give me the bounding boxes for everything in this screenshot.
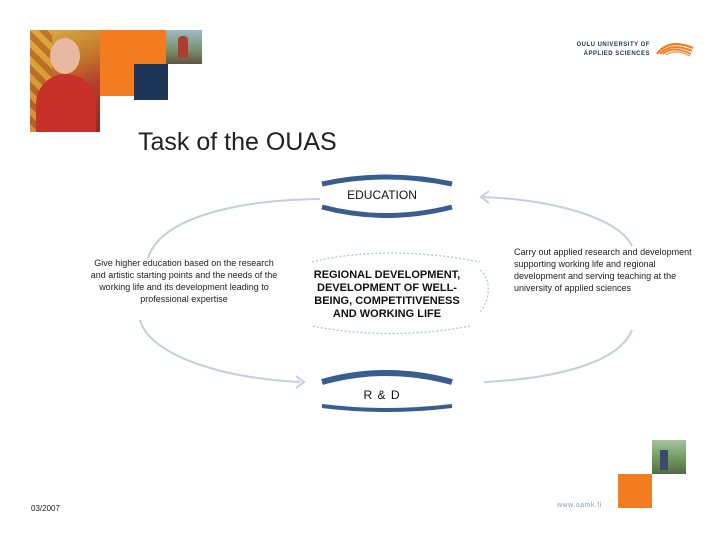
navy-square-decoration [134, 64, 168, 100]
regional-development-label: REGIONAL DEVELOPMENT, DEVELOPMENT OF WEL… [313, 269, 461, 320]
cycle-arc-bottom-right [483, 329, 633, 383]
photo-woman-autumn [30, 30, 100, 132]
education-label: EDUCATION [347, 188, 417, 202]
education-band-bottom [321, 204, 453, 218]
inner-dashed-arc-right [479, 269, 489, 313]
website-url[interactable]: www.oamk.fi [557, 502, 602, 509]
logo-line-2: APPLIED SCIENCES [583, 51, 650, 57]
inner-dashed-arc-bottom [311, 325, 471, 335]
university-logo-text: OULU UNIVERSITY OF APPLIED SCIENCES [558, 41, 650, 59]
ouas-wave-logo-icon [656, 43, 694, 57]
rd-description: Carry out applied research and developme… [514, 247, 692, 293]
rd-label: R & D [363, 388, 401, 402]
education-description: Give higher education based on the resea… [90, 258, 278, 304]
photo-figure-small [660, 450, 668, 470]
photo-coat [36, 74, 96, 132]
cycle-arc-top-right [481, 196, 633, 247]
page-title: Task of the OUAS [138, 128, 337, 156]
photo-figure [178, 36, 188, 58]
rd-band-bottom [321, 404, 453, 412]
cycle-arrowhead-top-right [479, 190, 490, 204]
photo-people-outdoor [652, 440, 686, 474]
cycle-arrowhead-bottom-left [295, 375, 306, 389]
slide-date: 03/2007 [31, 504, 60, 513]
cycle-arc-bottom-left [139, 319, 301, 383]
photo-outdoor-small [166, 30, 202, 64]
education-band-top [321, 174, 453, 187]
cycle-arc-top-left [147, 198, 321, 259]
inner-dashed-arc-top [311, 252, 481, 263]
rd-band-top [321, 370, 453, 385]
photo-face [50, 38, 80, 74]
orange-square-bottom [618, 474, 652, 508]
logo-line-1: OULU UNIVERSITY OF [576, 42, 650, 48]
